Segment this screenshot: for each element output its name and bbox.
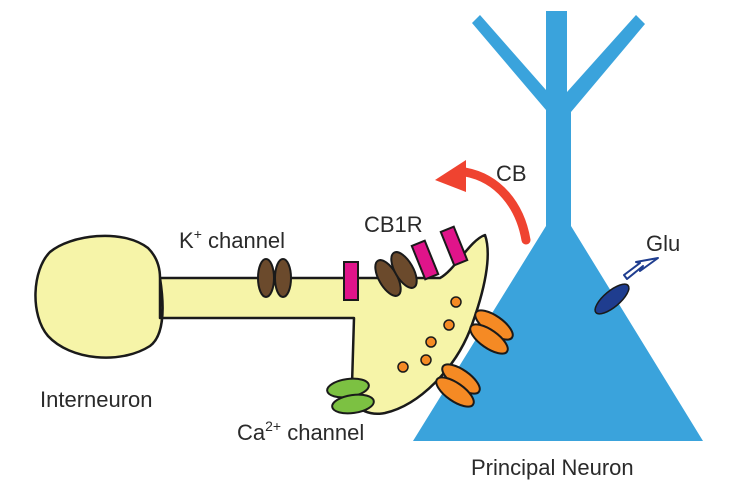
interneuron-label: Interneuron xyxy=(40,387,153,412)
cb1r-receptor xyxy=(439,225,469,267)
principal-neuron-label: Principal Neuron xyxy=(471,455,634,480)
glu-label: Glu xyxy=(646,231,680,256)
postsynaptic-channels xyxy=(435,309,514,408)
k-channel-label: K+ channel xyxy=(179,226,285,253)
ca-channel-label: Ca2+ channel xyxy=(237,418,364,445)
glu-arrow-icon xyxy=(623,257,659,280)
ca-channel xyxy=(326,377,375,415)
brown-channel xyxy=(374,251,418,297)
k-channel xyxy=(257,258,292,298)
cb-arrow xyxy=(435,160,531,245)
cb-label: CB xyxy=(496,161,527,186)
glu-receptor xyxy=(594,283,630,315)
cb1r-receptors xyxy=(343,225,469,301)
cb1r-receptor xyxy=(410,239,440,281)
cb1r-label: CB1R xyxy=(364,212,423,237)
vesicles xyxy=(397,296,462,373)
interneuron-body xyxy=(34,233,489,416)
interneuron xyxy=(34,233,489,416)
cb1r-receptor xyxy=(343,261,359,301)
